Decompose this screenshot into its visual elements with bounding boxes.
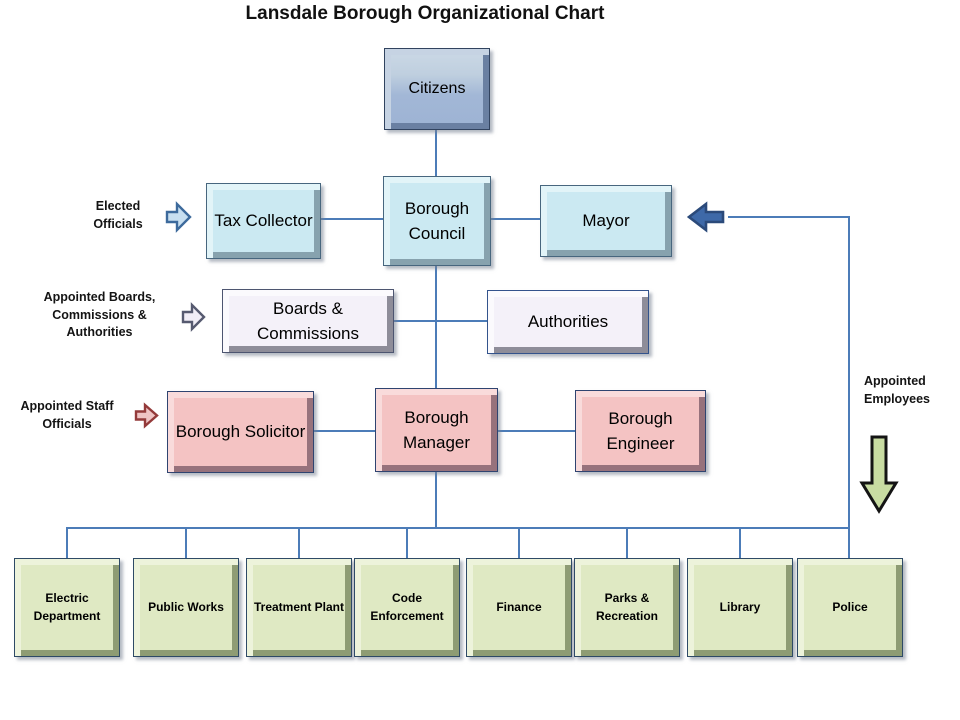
connector-line xyxy=(392,320,487,322)
node-label: Borough Solicitor xyxy=(175,422,306,442)
connector-line xyxy=(406,527,408,558)
node-label: Citizens xyxy=(408,80,466,97)
department-box-parks-recreation: Parks & Recreation xyxy=(574,558,680,657)
connector-line xyxy=(489,218,540,220)
department-label: Parks & Recreation xyxy=(595,591,659,623)
node-borough-manager: Borough Manager xyxy=(375,388,498,472)
connector-line xyxy=(518,527,520,558)
node-label: Tax Collector xyxy=(214,211,313,231)
connector-line xyxy=(496,430,575,432)
department-label: Electric Department xyxy=(33,591,101,623)
connector-line xyxy=(312,430,375,432)
department-box-public-works: Public Works xyxy=(133,558,239,657)
connector-line xyxy=(626,527,628,558)
department-box-finance: Finance xyxy=(466,558,572,657)
connector-line xyxy=(728,216,849,218)
connector-line xyxy=(435,470,437,528)
department-label: Code Enforcement xyxy=(370,591,444,623)
appointed-staff-label: Appointed Staff Officials xyxy=(20,399,114,431)
connector-line xyxy=(185,527,187,558)
connector-line xyxy=(66,527,68,558)
node-label: Authorities xyxy=(527,312,609,332)
department-box-police: Police xyxy=(797,558,903,657)
chart-title: Lansdale Borough Organizational Chart xyxy=(245,3,605,24)
node-mayor: Mayor xyxy=(540,185,672,257)
node-label: Borough Council xyxy=(404,198,470,244)
connector-line xyxy=(435,128,437,176)
department-box-electric: Electric Department xyxy=(14,558,120,657)
department-label: Treatment Plant xyxy=(253,599,345,614)
connector-line xyxy=(319,218,383,220)
appointed-staff-arrow-icon xyxy=(134,402,159,429)
elected-officials-arrow-icon xyxy=(165,201,192,233)
department-label: Public Works xyxy=(148,599,224,614)
connector-line xyxy=(848,216,850,528)
department-box-library: Library xyxy=(687,558,793,657)
department-label: Police xyxy=(832,599,868,614)
connector-line xyxy=(66,527,850,529)
elected-officials-label: Elected Officials xyxy=(93,199,143,231)
node-label: Borough Manager xyxy=(402,407,471,453)
node-boards-commissions: Boards & Commissions xyxy=(222,289,394,353)
connector-line xyxy=(298,527,300,558)
node-label: Boards & Commissions xyxy=(256,298,360,344)
node-label: Mayor xyxy=(582,211,630,231)
mayor-arrow-icon xyxy=(686,201,725,233)
node-borough-council: Borough Council xyxy=(383,176,491,266)
appointed-boards-arrow-icon xyxy=(181,302,206,332)
connector-line xyxy=(435,264,437,388)
department-label: Finance xyxy=(496,599,542,614)
appointed-boards-label: Appointed Boards, Commissions & Authorit… xyxy=(43,290,156,339)
department-box-treatment-plant: Treatment Plant xyxy=(246,558,352,657)
node-authorities: Authorities xyxy=(487,290,649,354)
connector-line xyxy=(848,527,850,558)
node-label: Borough Engineer xyxy=(606,408,675,454)
node-borough-solicitor: Borough Solicitor xyxy=(167,391,314,473)
node-citizens: Citizens xyxy=(384,48,490,130)
connector-line xyxy=(739,527,741,558)
node-tax-collector: Tax Collector xyxy=(206,183,321,259)
node-borough-engineer: Borough Engineer xyxy=(575,390,706,472)
department-box-code-enforcement: Code Enforcement xyxy=(354,558,460,657)
department-label: Library xyxy=(719,599,761,614)
appointed-employees-arrow-icon xyxy=(859,435,899,514)
appointed-employees-label: Appointed Employees xyxy=(864,374,931,406)
